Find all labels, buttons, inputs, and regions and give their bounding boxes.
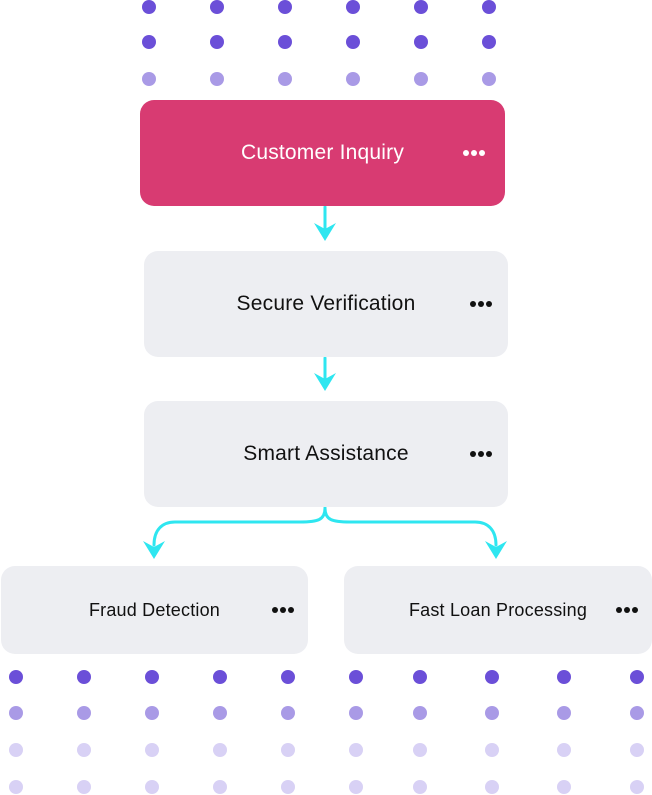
decorative-dot: [213, 670, 227, 684]
decorative-dot: [630, 780, 644, 794]
decorative-dot: [9, 780, 23, 794]
decorative-dot: [281, 743, 295, 757]
decorative-dot: [346, 0, 360, 14]
decorative-dot: [278, 72, 292, 86]
decorative-dot: [281, 706, 295, 720]
decorative-dot: [142, 72, 156, 86]
decorative-dot: [414, 72, 428, 86]
decorative-dot: [349, 743, 363, 757]
decorative-dot: [213, 706, 227, 720]
decorative-dot: [482, 35, 496, 49]
decorative-dot: [145, 670, 159, 684]
decorative-dot: [77, 706, 91, 720]
decorative-dot: [278, 35, 292, 49]
decorative-dot: [349, 706, 363, 720]
decorative-dot: [77, 743, 91, 757]
node-label: Customer Inquiry: [240, 141, 405, 164]
decorative-dot: [145, 780, 159, 794]
arrowhead-icon: [314, 373, 336, 391]
decorative-dot: [9, 706, 23, 720]
arrowhead-icon: [143, 541, 165, 559]
decorative-dot: [413, 780, 427, 794]
node-label: Fraud Detection: [88, 599, 221, 620]
decorative-dot: [9, 670, 23, 684]
connector-assistance-branch: [152, 506, 327, 547]
decorative-dot: [485, 670, 499, 684]
node-fast-loan-processing[interactable]: Fast Loan Processing: [344, 566, 652, 654]
node-label: Smart Assistance: [243, 442, 409, 465]
node-smart-assistance[interactable]: Smart Assistance: [144, 401, 508, 507]
decorative-dot: [413, 706, 427, 720]
decorative-dot: [414, 35, 428, 49]
decorative-dot: [349, 780, 363, 794]
more-horizontal-icon[interactable]: [470, 451, 492, 457]
decorative-dot: [145, 706, 159, 720]
decorative-dot: [278, 0, 292, 14]
decorative-dot: [346, 72, 360, 86]
node-label: Fast Loan Processing: [408, 599, 588, 620]
decorative-dot: [413, 670, 427, 684]
decorative-dot: [142, 0, 156, 14]
decorative-dot: [485, 706, 499, 720]
decorative-dot: [557, 706, 571, 720]
decorative-dot: [630, 743, 644, 757]
node-label: Secure Verification: [236, 292, 416, 315]
decorative-dot: [213, 743, 227, 757]
decorative-dot: [414, 0, 428, 14]
decorative-dot: [630, 706, 644, 720]
decorative-dot: [349, 670, 363, 684]
connector-assistance-branch-right: [323, 506, 498, 547]
decorative-dot: [210, 35, 224, 49]
decorative-dot: [210, 0, 224, 14]
decorative-dot: [281, 780, 295, 794]
decorative-dot: [142, 35, 156, 49]
node-secure-verification[interactable]: Secure Verification: [144, 251, 508, 357]
decorative-dot: [346, 35, 360, 49]
decorative-dot: [210, 72, 224, 86]
decorative-dot: [213, 780, 227, 794]
decorative-dot: [145, 743, 159, 757]
more-horizontal-icon[interactable]: [272, 607, 294, 613]
decorative-dot: [9, 743, 23, 757]
decorative-dot: [77, 780, 91, 794]
node-fraud-detection[interactable]: Fraud Detection: [1, 566, 308, 654]
decorative-dot: [482, 72, 496, 86]
arrowhead-icon: [314, 223, 336, 241]
decorative-dot: [485, 743, 499, 757]
decorative-dot: [557, 670, 571, 684]
more-horizontal-icon[interactable]: [463, 150, 485, 156]
node-customer-inquiry[interactable]: Customer Inquiry: [140, 100, 505, 206]
decorative-dot: [77, 670, 91, 684]
decorative-dot: [413, 743, 427, 757]
more-horizontal-icon[interactable]: [470, 301, 492, 307]
more-horizontal-icon[interactable]: [616, 607, 638, 613]
decorative-dot: [557, 743, 571, 757]
decorative-dot: [281, 670, 295, 684]
decorative-dot: [485, 780, 499, 794]
arrowhead-icon: [485, 541, 507, 559]
decorative-dot: [630, 670, 644, 684]
decorative-dot: [557, 780, 571, 794]
decorative-dot: [482, 0, 496, 14]
